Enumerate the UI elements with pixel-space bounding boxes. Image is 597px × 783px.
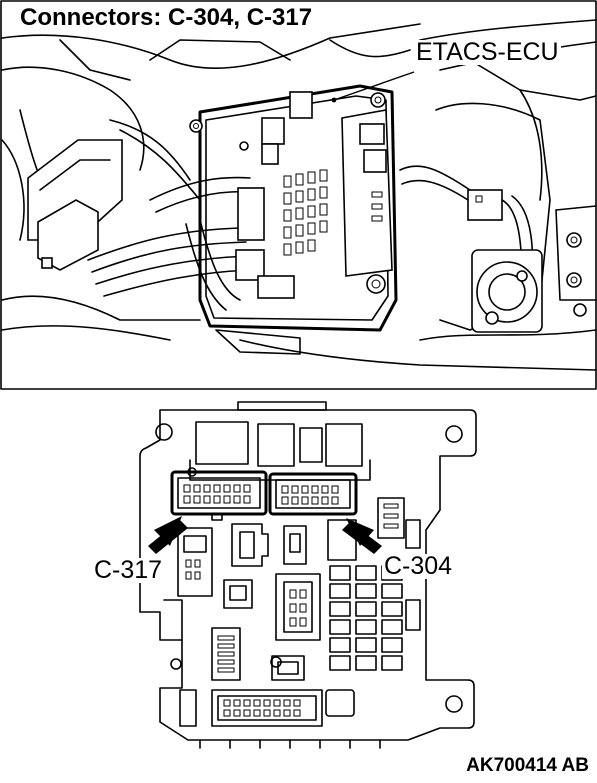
figure-code: AK700414 AB <box>466 755 589 776</box>
top-panel-frame <box>0 0 597 390</box>
fuse-block <box>329 565 403 671</box>
ecu-fuse-grid <box>283 169 328 256</box>
page-title: Connectors: C-304, C-317 <box>16 4 317 32</box>
c304-label: C-304 <box>382 552 455 580</box>
c317-label: C-317 <box>92 556 165 584</box>
etacs-ecu-label: ETACS-ECU <box>414 38 561 66</box>
c317-arrow <box>148 516 188 554</box>
connector-c304 <box>268 472 358 516</box>
etacs-ecu-connector-diagram <box>139 401 477 749</box>
connector-c317 <box>170 470 268 521</box>
c304-arrow <box>342 518 382 554</box>
vehicle-interior-illustration <box>0 0 597 390</box>
